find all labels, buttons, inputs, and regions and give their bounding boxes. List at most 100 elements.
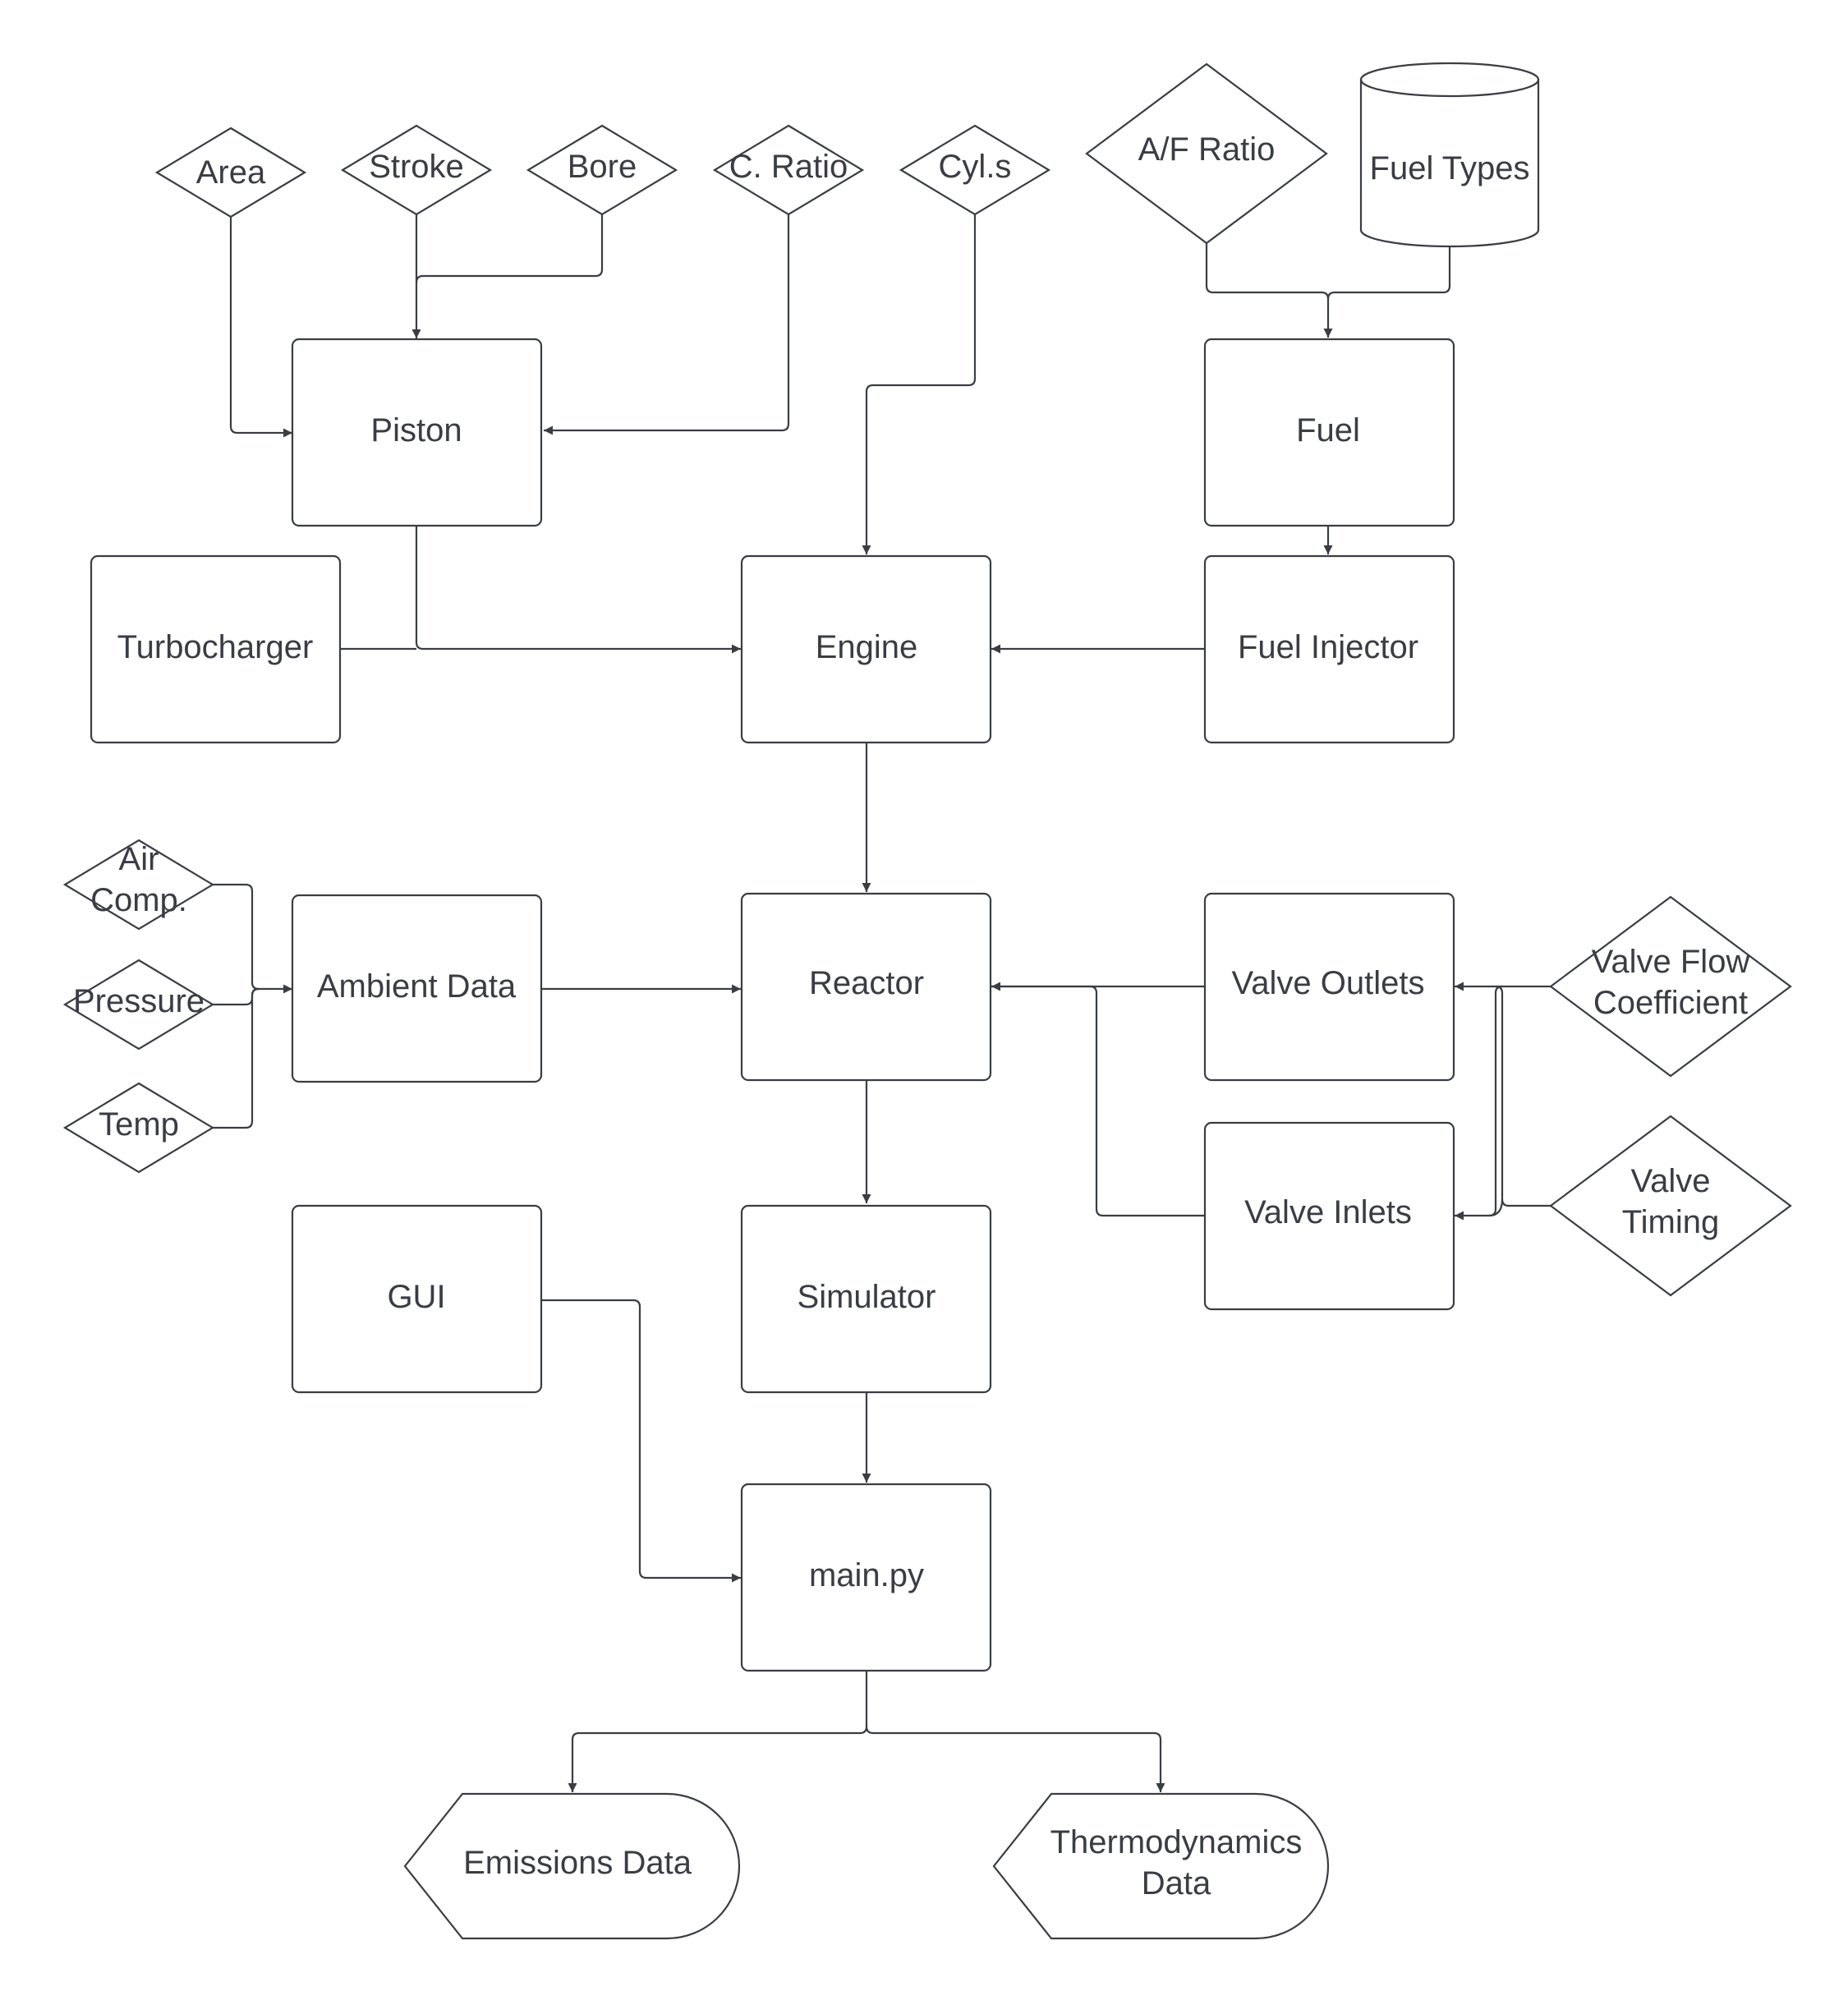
process-shape (740, 554, 992, 744)
node-temp[interactable]: Temp (62, 1082, 215, 1174)
edge-aircomp-ambient (213, 883, 292, 994)
node-label-line-2: Comp. (90, 882, 187, 918)
node-label-line-1: Valve (1630, 1163, 1710, 1199)
decision-shape (1085, 62, 1328, 245)
decision-shape (62, 959, 215, 1051)
node-label: Bore (568, 149, 637, 185)
node-fuel-injector[interactable]: Fuel Injector (1203, 554, 1455, 744)
decision-shape (899, 124, 1051, 216)
node-label: Valve Outlets (1232, 965, 1425, 1001)
database-shape (1359, 62, 1540, 248)
node-fuel-types[interactable]: Fuel Types (1359, 62, 1540, 248)
decision-shape (340, 124, 493, 216)
decision-shape (526, 124, 678, 216)
node-label: A/F Ratio (1138, 131, 1276, 168)
node-bore[interactable]: Bore (526, 124, 678, 216)
node-valve-flow-coefficient[interactable]: Valve Flow Coefficient (1549, 895, 1792, 1078)
edge-area-piston (229, 216, 292, 438)
edge-timing-outlets (1495, 985, 1551, 1207)
edge-cyls-engine (862, 214, 977, 554)
node-label: Reactor (809, 965, 924, 1001)
node-reactor[interactable]: Reactor (740, 892, 992, 1082)
process-shape (740, 1204, 992, 1394)
edge-inlets-reactor (991, 985, 1205, 1217)
node-simulator[interactable]: Simulator (740, 1204, 992, 1394)
edge-gui-main (541, 1299, 741, 1583)
node-label: main.py (809, 1557, 924, 1593)
node-engine[interactable]: Engine (740, 554, 992, 744)
node-label-line-2: Data (1142, 1865, 1211, 1901)
edge-flow-inlets (1455, 985, 1503, 1221)
node-label: Turbocharger (117, 629, 314, 665)
node-label: Fuel Types (1370, 150, 1530, 186)
edge-piston-engine (415, 526, 741, 654)
process-shape (291, 338, 543, 527)
display-shape (992, 1792, 1330, 1940)
decision-shape (1549, 1115, 1792, 1297)
decision-shape (154, 126, 307, 218)
database-rim (1359, 79, 1540, 98)
edge-afratio-fuel (1205, 243, 1333, 338)
node-label: Fuel Injector (1238, 629, 1418, 665)
node-stroke[interactable]: Stroke (340, 124, 493, 216)
nodes: Area Stroke Bore C. Ratio Cyl.s A/F Rati… (62, 62, 1792, 1940)
node-label: Fuel (1296, 412, 1360, 448)
node-turbocharger[interactable]: Turbocharger (90, 554, 342, 744)
decision-shape (62, 1082, 215, 1174)
display-shape (403, 1792, 741, 1940)
process-shape (1203, 554, 1455, 744)
node-label: Cyl.s (939, 149, 1012, 185)
node-label: Emissions Data (463, 1845, 692, 1881)
node-air-comp[interactable]: Air Comp. (62, 839, 215, 931)
node-valve-outlets[interactable]: Valve Outlets (1203, 892, 1455, 1082)
node-gui[interactable]: GUI (291, 1204, 543, 1394)
node-label: Area (196, 154, 266, 191)
edge-fueltypes-fuel (1326, 246, 1451, 300)
edges (213, 214, 1551, 1792)
edge-temp-ambient (213, 987, 260, 1129)
node-label-line-1: Air (119, 841, 159, 877)
edge-timing-inlets (1488, 1198, 1504, 1217)
node-valve-timing[interactable]: Valve Timing (1549, 1115, 1792, 1297)
node-label-line-2: Timing (1622, 1204, 1720, 1240)
node-label-line-1: Thermodynamics (1050, 1824, 1303, 1860)
node-valve-inlets[interactable]: Valve Inlets (1203, 1121, 1455, 1311)
process-shape (1203, 338, 1455, 527)
node-main-py[interactable]: main.py (740, 1483, 992, 1672)
process-shape (740, 1483, 992, 1672)
node-label: Valve Inlets (1244, 1194, 1412, 1230)
process-shape (90, 554, 342, 744)
node-label-line-2: Coefficient (1593, 985, 1748, 1021)
node-label: Pressure (73, 983, 205, 1019)
node-fuel[interactable]: Fuel (1203, 338, 1455, 527)
node-label-line-1: Valve Flow (1592, 944, 1750, 980)
decision-shape (62, 839, 215, 931)
node-label: GUI (387, 1279, 445, 1315)
process-shape (1203, 1121, 1455, 1311)
node-ambient-data[interactable]: Ambient Data (291, 894, 543, 1083)
node-af-ratio[interactable]: A/F Ratio (1085, 62, 1328, 245)
node-thermodynamics-data[interactable]: Thermodynamics Data (992, 1792, 1330, 1940)
process-shape (740, 892, 992, 1082)
decision-shape (1549, 895, 1792, 1078)
node-label: Stroke (369, 149, 464, 185)
node-pressure[interactable]: Pressure (62, 959, 215, 1051)
edge-main-emissions (568, 1671, 868, 1792)
node-emissions-data[interactable]: Emissions Data (403, 1792, 741, 1940)
process-shape (1203, 892, 1455, 1082)
process-shape (291, 894, 543, 1083)
node-c-ratio[interactable]: C. Ratio (712, 124, 865, 216)
node-area[interactable]: Area (154, 126, 307, 218)
node-label: Piston (370, 412, 462, 448)
node-cyls[interactable]: Cyl.s (899, 124, 1051, 216)
node-label: C. Ratio (729, 149, 848, 185)
edge-bore-piston (415, 214, 604, 283)
edge-cratio-piston (544, 214, 790, 435)
decision-shape (712, 124, 865, 216)
node-label: Engine (816, 629, 918, 665)
node-piston[interactable]: Piston (291, 338, 543, 527)
node-label: Simulator (798, 1279, 936, 1315)
node-label: Temp (99, 1106, 179, 1143)
